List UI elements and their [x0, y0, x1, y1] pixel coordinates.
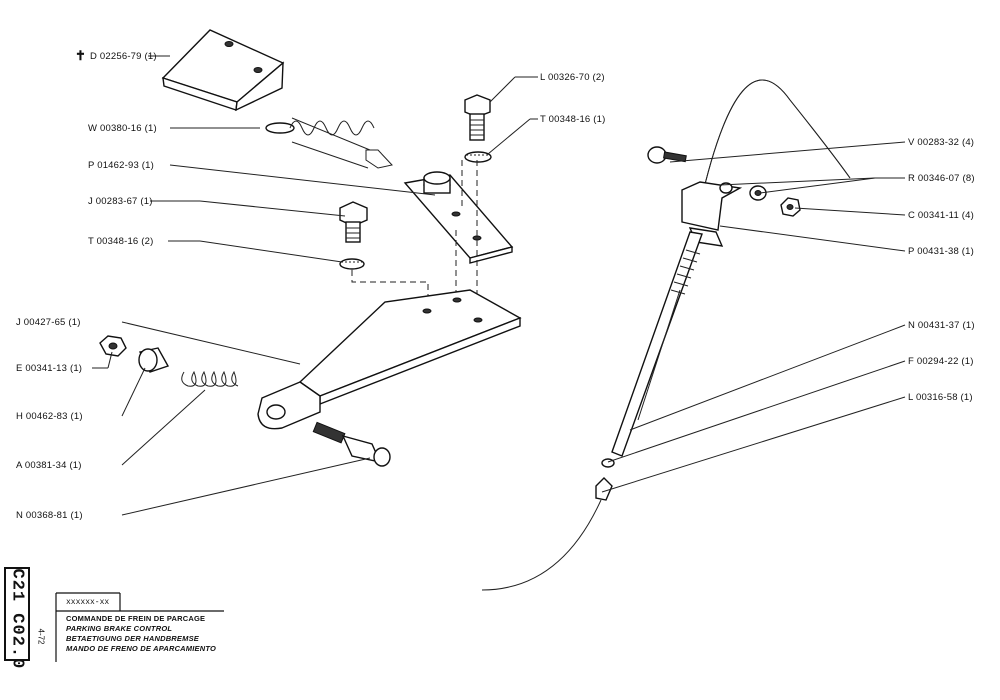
bolt-part-2 — [339, 201, 368, 270]
cable-end-part — [481, 477, 613, 591]
title-german: BETAETIGUNG DER HANDBREMSE — [66, 634, 199, 643]
lever-arm-part — [257, 289, 522, 430]
label-c: C 00341-11 (4) — [908, 210, 974, 221]
wedge-block-part — [161, 29, 285, 112]
label-e: E 00341-13 (1) — [16, 363, 82, 374]
sheet-number: C21 C02.0 — [7, 568, 27, 670]
label-d: D 02256-79 (1) — [90, 51, 157, 62]
cable-sheath-part — [699, 79, 851, 206]
title-block-frame — [4, 567, 224, 662]
title-english: PARKING BRAKE CONTROL — [66, 624, 173, 633]
screw-part — [647, 146, 687, 164]
bushing-part — [138, 347, 170, 373]
label-j1: J 00283-67 (1) — [88, 196, 153, 207]
mounting-plate-part — [403, 171, 514, 264]
label-t1: T 00348-16 (1) — [540, 114, 605, 125]
compression-spring-part — [181, 370, 239, 387]
reference-code: xxxxxx-xx — [66, 598, 110, 607]
leader-lines — [92, 55, 906, 516]
sheet-number-box: C21 C02.0 — [5, 568, 29, 670]
threaded-pin-part — [312, 421, 391, 467]
bolt-part — [464, 94, 492, 163]
washer-part — [719, 182, 767, 201]
hex-nut-part — [780, 197, 801, 217]
label-t2: T 00348-16 (2) — [88, 236, 153, 247]
label-l2: L 00316-58 (1) — [908, 392, 973, 403]
cable-bracket-part — [681, 181, 743, 247]
label-p1: P 01462-93 (1) — [88, 160, 154, 171]
label-v: V 00283-32 (4) — [908, 137, 974, 148]
tension-spring-part — [265, 117, 393, 169]
label-f: F 00294-22 (1) — [908, 356, 974, 367]
nut-part — [99, 335, 127, 357]
label-n2: N 00431-37 (1) — [908, 320, 975, 331]
label-r: R 00346-07 (8) — [908, 173, 975, 184]
label-n1: N 00368-81 (1) — [16, 510, 83, 521]
label-l1: L 00326-70 (2) — [540, 72, 605, 83]
label-a: A 00381-34 (1) — [16, 460, 82, 471]
title-french: COMMANDE DE FREIN DE PARCAGE — [66, 614, 206, 623]
control-rod-part — [611, 231, 703, 457]
cross-symbol: ✝ — [75, 48, 86, 63]
label-h: H 00462-83 (1) — [16, 411, 83, 422]
label-w: W 00380-16 (1) — [88, 123, 157, 134]
title-spanish: MANDO DE FRENO DE APARCAMIENTO — [66, 644, 217, 653]
label-p2: P 00431-38 (1) — [908, 246, 974, 257]
drawing-date: 4-72 — [36, 628, 46, 645]
label-j2: J 00427-65 (1) — [16, 317, 81, 328]
